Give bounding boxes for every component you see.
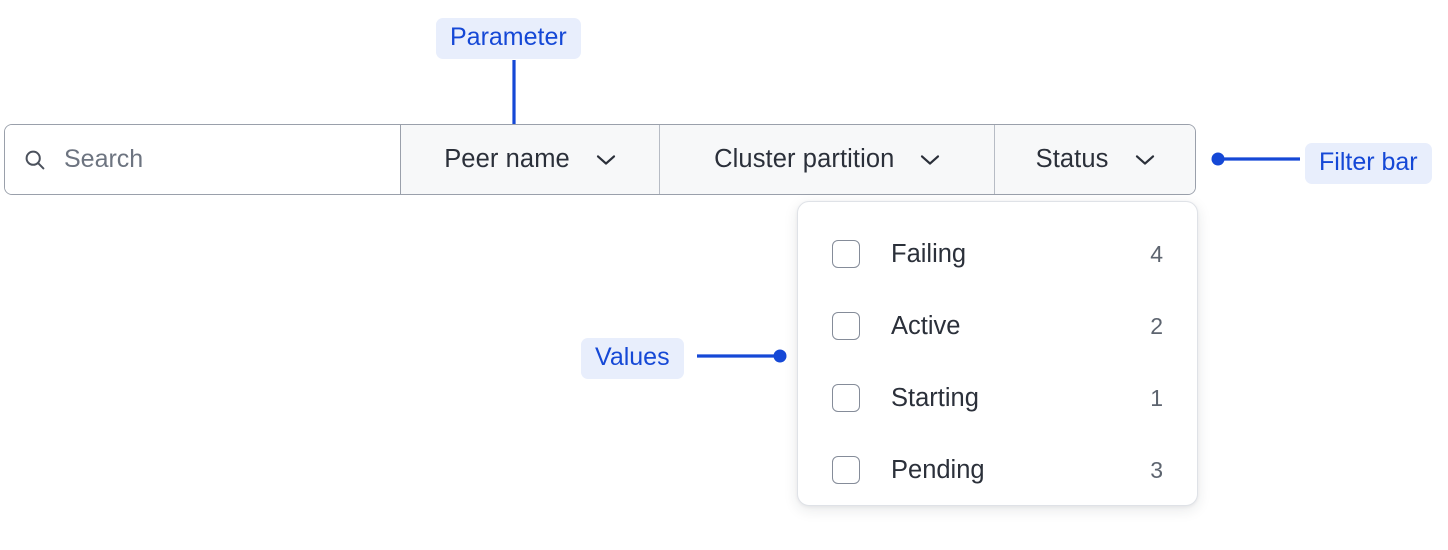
dropdown-option-count: 2 [1150, 312, 1163, 339]
annotation-filter-bar: Filter bar [1305, 143, 1432, 185]
dropdown-option-label: Failing [891, 239, 967, 268]
annotation-parameter: Parameter [436, 18, 581, 60]
filter-bar[interactable]: Peer name Cluster partition Status [4, 124, 1196, 195]
chevron-down-icon [1135, 154, 1154, 165]
filter-segment-label: Status [1035, 145, 1109, 173]
dropdown-option-starting[interactable]: Starting 1 [798, 362, 1197, 434]
status-dropdown-panel[interactable]: Failing 4 Active 2 Starting 1 Pending 3 [797, 201, 1198, 506]
chevron-down-icon [921, 154, 940, 165]
search-input[interactable] [64, 145, 364, 174]
checkbox[interactable] [832, 384, 860, 412]
checkbox[interactable] [832, 456, 860, 484]
values-connector-dot [773, 349, 787, 363]
dropdown-option-count: 3 [1150, 456, 1163, 483]
dropdown-option-failing[interactable]: Failing 4 [798, 218, 1197, 290]
search-field[interactable] [5, 125, 401, 194]
dropdown-option-label: Pending [891, 455, 985, 484]
dropdown-option-active[interactable]: Active 2 [798, 290, 1197, 362]
annotation-values: Values [581, 338, 684, 380]
checkbox[interactable] [832, 240, 860, 268]
filter-segment-label: Peer name [444, 145, 570, 173]
chevron-down-icon [596, 154, 615, 165]
dropdown-option-pending[interactable]: Pending 3 [798, 434, 1197, 506]
filterbar-connector-dot [1211, 152, 1225, 166]
search-icon [25, 150, 45, 169]
filter-segment-cluster-partition[interactable]: Cluster partition [660, 125, 996, 194]
dropdown-option-label: Starting [891, 383, 979, 412]
dropdown-option-count: 4 [1150, 240, 1163, 267]
dropdown-option-label: Active [891, 311, 961, 340]
filter-segment-label: Cluster partition [714, 145, 895, 173]
filter-segment-peer-name[interactable]: Peer name [400, 125, 661, 194]
dropdown-option-count: 1 [1150, 384, 1163, 411]
checkbox[interactable] [832, 312, 860, 340]
filter-segment-status[interactable]: Status [995, 125, 1195, 194]
